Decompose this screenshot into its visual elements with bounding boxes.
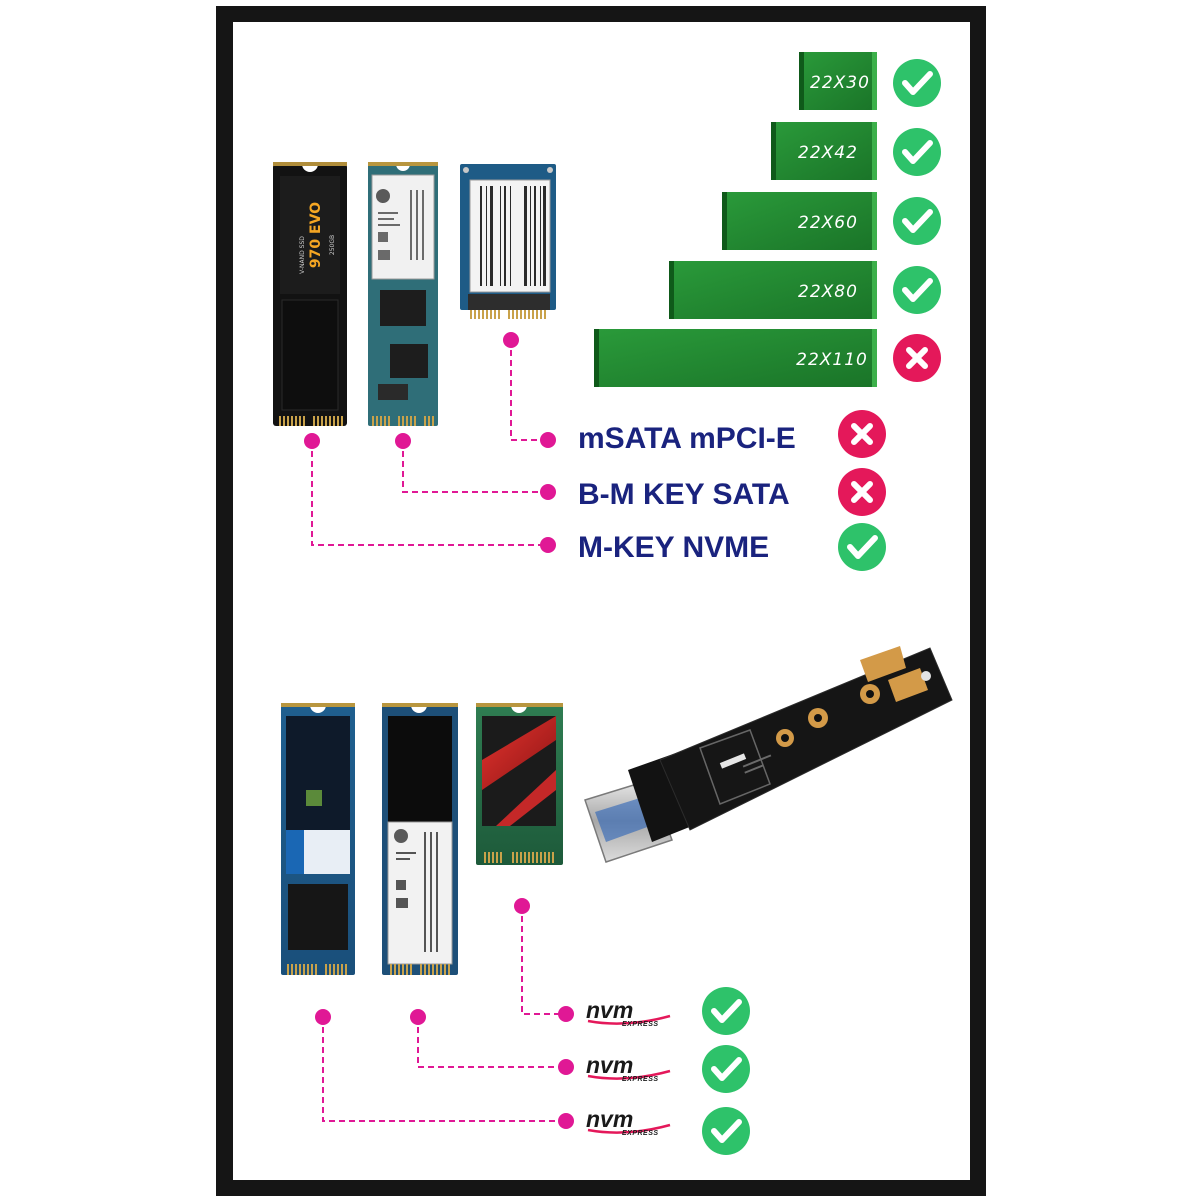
nvme-logo: nvm EXPRESS xyxy=(586,997,671,1028)
interface-labels: mSATA mPCI-E B-M KEY SATA M-KEY NVME xyxy=(578,422,796,564)
size-bar-22x30: 22X30 xyxy=(799,52,877,110)
size-bars: 22X30 22X42 22X60 22X80 22X110 xyxy=(594,52,877,387)
cross-icon xyxy=(838,410,886,458)
drive-wd-nvme xyxy=(281,703,355,975)
nvme-status-icons xyxy=(702,987,750,1155)
top-connector-dots xyxy=(304,332,556,553)
size-label: 22X80 xyxy=(798,282,858,302)
size-label: 22X42 xyxy=(798,143,858,163)
bottom-connector-dots xyxy=(315,898,574,1129)
nvme-logo-text: nvm xyxy=(586,1106,633,1132)
drive-nvme-label xyxy=(382,703,458,975)
drive-short-nvme xyxy=(476,703,563,865)
check-icon xyxy=(893,128,941,176)
size-label: 22X60 xyxy=(798,213,858,233)
bottom-connector-lines xyxy=(322,906,566,1122)
interface-status-icons xyxy=(838,410,886,571)
size-label: 22X110 xyxy=(796,350,868,370)
cross-icon xyxy=(838,468,886,516)
interface-label-bm-sata: B-M KEY SATA xyxy=(578,478,790,511)
nvme-logo: nvm EXPRESS xyxy=(586,1052,671,1083)
nvme-logo-sub: EXPRESS xyxy=(622,1076,659,1083)
check-icon xyxy=(702,1045,750,1093)
drive-msata xyxy=(460,164,556,319)
check-icon xyxy=(893,197,941,245)
interface-label-msata: mSATA mPCI-E xyxy=(578,422,796,455)
size-status-icons xyxy=(893,59,941,382)
nvme-logo: nvm EXPRESS xyxy=(586,1106,671,1137)
usb-m2-adapter xyxy=(584,646,953,863)
nvme-logo-text: nvm xyxy=(586,1052,633,1078)
top-connector-lines xyxy=(311,340,548,546)
size-bar-22x42: 22X42 xyxy=(771,122,877,180)
drive-capacity-label: 250GB xyxy=(329,235,336,255)
size-bar-22x60: 22X60 xyxy=(722,192,877,250)
nvme-logo-text: nvm xyxy=(586,997,633,1023)
drive-samsung-970-evo: 970 EVO V-NAND SSD 250GB xyxy=(273,162,347,426)
check-icon xyxy=(702,1107,750,1155)
size-label: 22X30 xyxy=(810,73,870,93)
check-icon xyxy=(702,987,750,1035)
interface-label-m-nvme: M-KEY NVME xyxy=(578,531,769,564)
drive-brand-label: 970 EVO xyxy=(308,202,324,268)
size-bar-22x110: 22X110 xyxy=(594,329,877,387)
nvme-logo-sub: EXPRESS xyxy=(622,1021,659,1028)
check-icon xyxy=(838,523,886,571)
nvme-logo-sub: EXPRESS xyxy=(622,1130,659,1137)
cross-icon xyxy=(893,334,941,382)
drive-sata-m2 xyxy=(368,162,438,426)
drive-small-label: V-NAND SSD xyxy=(299,236,306,274)
size-bar-22x80: 22X80 xyxy=(669,261,877,319)
check-icon xyxy=(893,59,941,107)
check-icon xyxy=(893,266,941,314)
